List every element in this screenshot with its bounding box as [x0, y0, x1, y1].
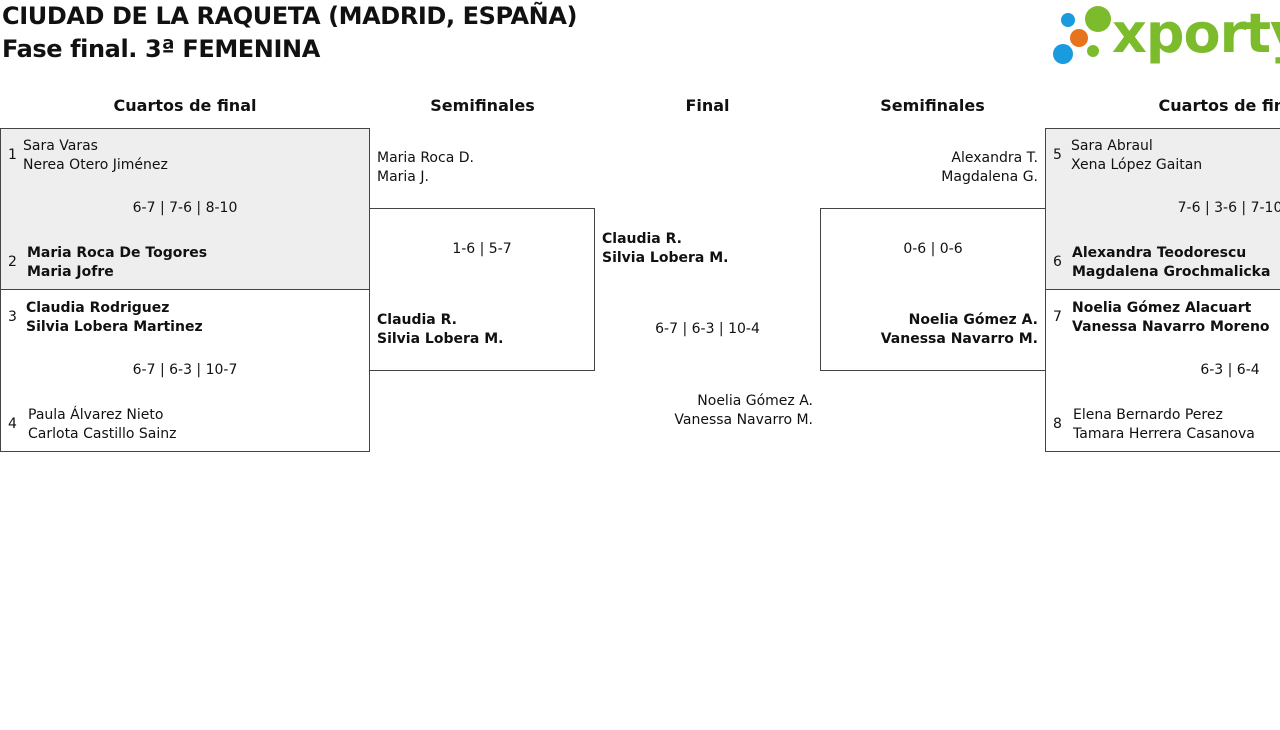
match-score: 6-3 | 6-4 — [1200, 362, 1260, 378]
player-name: Noelia Gómez Alacuart — [1072, 300, 1252, 316]
team-pair-winner[interactable]: Claudia Rodriguez Silvia Lobera Martinez — [26, 299, 203, 337]
player-name: Sara Varas — [23, 138, 98, 154]
player-name: Tamara Herrera Casanova — [1073, 426, 1255, 442]
sf-right-team-b-winner[interactable]: Noelia Gómez A. Vanessa Navarro M. — [821, 311, 1038, 349]
player-name: Maria Roca D. — [377, 150, 474, 166]
player-name: Silvia Lobera Martinez — [26, 319, 203, 335]
match-score: 6-7 | 7-6 | 8-10 — [132, 200, 238, 216]
seed-number: 6 — [1053, 254, 1062, 270]
team-pair-winner[interactable]: Alexandra Teodorescu Magdalena Grochmali… — [1072, 244, 1270, 282]
player-name: Elena Bernardo Perez — [1073, 407, 1223, 423]
header-left-semifinals: Semifinales — [430, 96, 535, 115]
header-right-quarterfinals: Cuartos de final — [1158, 96, 1280, 115]
qf-match-3[interactable]: 5 Sara Abraul Xena López Gaitan 7-6 | 3-… — [1045, 128, 1280, 290]
sf-left-team-b-winner[interactable]: Claudia R. Silvia Lobera M. — [377, 311, 503, 349]
team-pair-winner[interactable]: Maria Roca De Togores Maria Jofre — [27, 244, 207, 282]
player-name: Paula Álvarez Nieto — [28, 407, 164, 423]
player-name: Nerea Otero Jiménez — [23, 157, 168, 173]
player-name: Alexandra Teodorescu — [1072, 245, 1247, 261]
player-name: Maria Roca De Togores — [27, 245, 208, 261]
seed-number: 8 — [1053, 416, 1062, 432]
qf-match-1[interactable]: 1 Sara Varas Nerea Otero Jiménez 6-7 | 7… — [0, 128, 370, 290]
player-name: Vanessa Navarro M. — [674, 412, 813, 428]
logo-text: xporty — [1112, 2, 1280, 65]
final-team-a-winner[interactable]: Claudia R. Silvia Lobera M. — [602, 230, 728, 268]
player-name: Claudia R. — [602, 231, 682, 247]
seed-number: 2 — [8, 254, 17, 270]
qf-match-4[interactable]: 7 Noelia Gómez Alacuart Vanessa Navarro … — [1045, 289, 1280, 452]
sf-right-team-a[interactable]: Alexandra T. Magdalena G. — [820, 149, 1038, 187]
sf-right-match[interactable]: 0-6 | 0-6 Noelia Gómez A. Vanessa Navarr… — [820, 208, 1046, 371]
team-pair[interactable]: Elena Bernardo Perez Tamara Herrera Casa… — [1073, 406, 1255, 444]
xporty-logo[interactable]: xporty — [1052, 2, 1280, 68]
player-name: Silvia Lobera M. — [377, 331, 504, 347]
player-name: Claudia R. — [377, 312, 457, 328]
seed-number: 3 — [8, 309, 17, 325]
page-title: CIUDAD DE LA RAQUETA (MADRID, ESPAÑA) — [2, 2, 578, 30]
sf-left-team-a[interactable]: Maria Roca D. Maria J. — [377, 149, 474, 187]
player-name: Noelia Gómez A. — [908, 312, 1038, 328]
header-right-semifinals: Semifinales — [880, 96, 985, 115]
player-name: Maria Jofre — [27, 264, 114, 280]
header-left-quarterfinals: Cuartos de final — [113, 96, 257, 115]
player-name: Xena López Gaitan — [1071, 157, 1203, 173]
seed-number: 5 — [1053, 147, 1062, 163]
match-score: 7-6 | 3-6 | 7-10 — [1177, 200, 1280, 216]
logo-dots-icon — [1053, 6, 1111, 64]
player-name: Vanessa Navarro Moreno — [1072, 319, 1270, 335]
team-pair[interactable]: Paula Álvarez Nieto Carlota Castillo Sai… — [28, 406, 176, 444]
player-name: Alexandra T. — [951, 150, 1038, 166]
match-score: 0-6 | 0-6 — [903, 241, 963, 257]
player-name: Claudia Rodriguez — [26, 300, 170, 316]
sf-left-match[interactable]: 1-6 | 5-7 Claudia R. Silvia Lobera M. — [369, 208, 595, 371]
player-name: Magdalena Grochmalicka — [1072, 264, 1271, 280]
player-name: Vanessa Navarro M. — [880, 331, 1038, 347]
player-name: Magdalena G. — [941, 169, 1038, 185]
header-final: Final — [685, 96, 730, 115]
player-name: Silvia Lobera M. — [602, 250, 729, 266]
page-subtitle: Fase final. 3ª FEMENINA — [2, 35, 320, 63]
seed-number: 4 — [8, 416, 17, 432]
player-name: Maria J. — [377, 169, 429, 185]
seed-number: 7 — [1053, 309, 1062, 325]
team-pair[interactable]: Sara Abraul Xena López Gaitan — [1071, 137, 1202, 175]
seed-number: 1 — [8, 147, 17, 163]
qf-match-2[interactable]: 3 Claudia Rodriguez Silvia Lobera Martin… — [0, 289, 370, 452]
team-pair[interactable]: Sara Varas Nerea Otero Jiménez — [23, 137, 168, 175]
player-name: Sara Abraul — [1071, 138, 1153, 154]
team-pair-winner[interactable]: Noelia Gómez Alacuart Vanessa Navarro Mo… — [1072, 299, 1270, 337]
player-name: Noelia Gómez A. — [697, 393, 813, 409]
final-score: 6-7 | 6-3 | 10-4 — [655, 321, 760, 337]
final-team-b[interactable]: Noelia Gómez A. Vanessa Navarro M. — [595, 392, 813, 430]
player-name: Carlota Castillo Sainz — [28, 426, 177, 442]
match-score: 6-7 | 6-3 | 10-7 — [132, 362, 238, 378]
match-score: 1-6 | 5-7 — [452, 241, 512, 257]
